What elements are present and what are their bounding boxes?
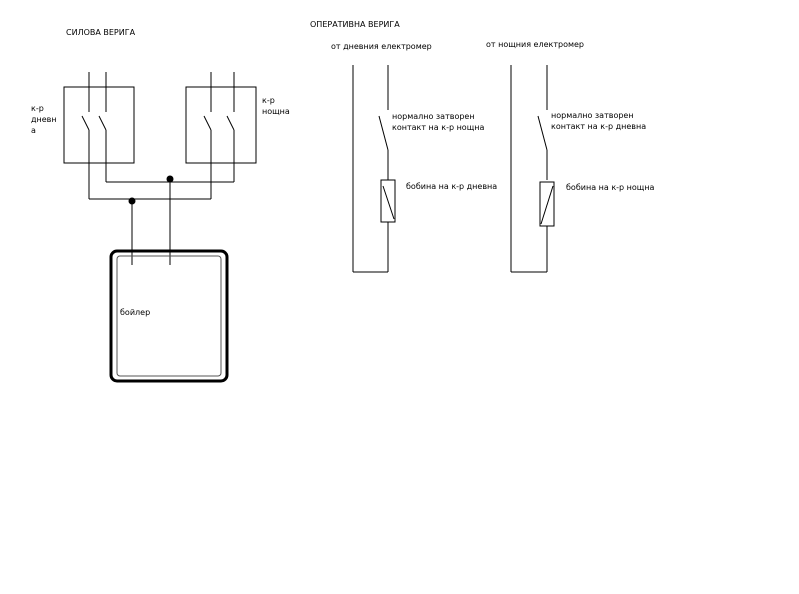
night-meter-source-label: от нощния електромер xyxy=(486,40,584,49)
night-contactor-box xyxy=(185,86,257,164)
night-contactor-label-line1: к-р xyxy=(262,96,275,105)
day-contact-label-line2: контакт на к-р нощна xyxy=(392,123,485,132)
day-contactor-pole2-blade xyxy=(98,115,107,131)
control-circuit-title: ОПЕРАТИВНА ВЕРИГА xyxy=(310,20,400,29)
night-contact-blade xyxy=(537,115,548,151)
boiler-inner xyxy=(116,255,222,377)
day-contactor-box xyxy=(63,86,135,164)
day-coil-diagonal xyxy=(382,185,395,220)
day-coil-box xyxy=(380,179,396,223)
night-coil-box xyxy=(539,181,555,227)
night-contact-label-line2: контакт на к-р дневна xyxy=(551,122,647,131)
day-meter-source-label: от дневния електромер xyxy=(331,42,432,51)
day-contact-blade xyxy=(378,115,389,151)
day-contactor-label-line3: а xyxy=(31,126,36,135)
night-contactor-label-line2: нощна xyxy=(262,107,290,116)
boiler-label: бойлер xyxy=(120,308,151,317)
night-contact-label-line1: нормално затворен xyxy=(551,111,634,120)
boiler-outer xyxy=(109,249,229,383)
day-contactor-label-line1: к-р xyxy=(31,104,44,113)
day-contactor-pole1-blade xyxy=(81,115,90,131)
night-contactor-pole1-blade xyxy=(203,115,212,131)
day-coil-label: бобина на к-р дневна xyxy=(406,182,498,191)
junction-dot-lower xyxy=(128,197,136,205)
junction-dot-upper xyxy=(166,175,174,183)
night-coil-label: бобина на к-р нощна xyxy=(566,183,655,192)
power-circuit-title: СИЛОВА ВЕРИГА xyxy=(66,28,136,37)
day-contact-label-line1: нормално затворен xyxy=(392,112,475,121)
day-contactor-label-line2: дневн xyxy=(31,115,57,124)
night-contactor-pole2-blade xyxy=(226,115,235,131)
night-coil-diagonal xyxy=(540,185,554,225)
